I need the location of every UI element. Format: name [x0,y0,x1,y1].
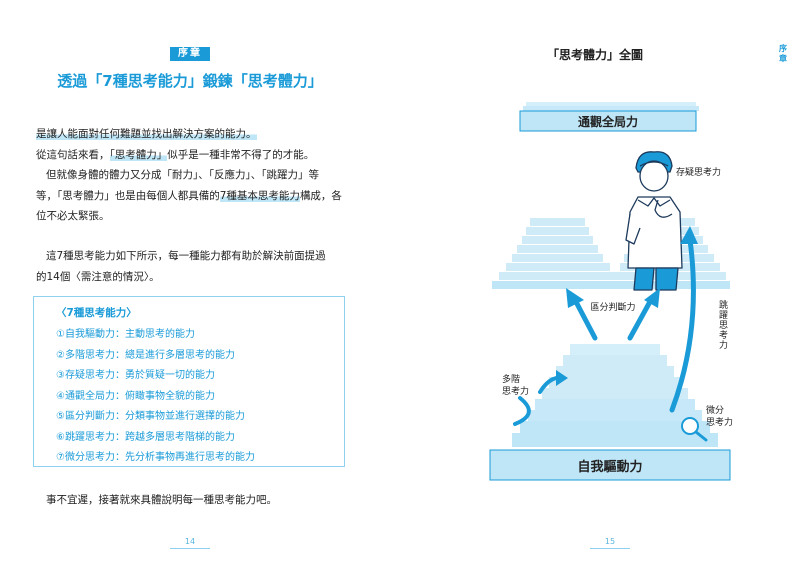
abilities-box-title: 〈7種思考能力〉 [56,307,137,319]
page-number-right: 15 [590,537,630,549]
jump-arrow [669,237,696,413]
thinking-person-illustration [625,151,683,291]
magnifier-handle [694,430,708,442]
ability-item: ⑥跳躍思考力：跨越多層思考階梯的能力 [56,431,235,443]
page-number-left: 14 [170,537,210,549]
ability-item: ④通觀全局力：俯瞰事物全貌的能力 [56,390,215,402]
second-line-2: 的14個〈需注意的情況〉。 [36,270,160,283]
intro-line-2: 從這句話來看，「思考體力」似乎是一種非常不得了的才能。 [36,148,315,161]
intro-line-3: 但就像身體的體力又分成「耐力」、「反應力」、「跳躍力」等 [46,169,319,181]
ability-item: ⑦微分思考力：先分析事物再進行思考的能力 [56,452,255,463]
svg-text:跳躍思考力: 跳躍思考力 [717,299,728,350]
ability-item: ①自我驅動力：主動思考的能力 [56,329,195,340]
closing-sentence: 事不宜遲，接著就來具體說明每一種思考能力吧。 [46,494,277,506]
chapter-tag: 序章 [170,47,210,61]
judge-arrow-right-head [644,288,660,308]
jump-label: 跳躍思考力 [717,299,728,350]
thinking-diagram: 通觀全局力 [489,102,733,481]
second-paragraph: 這7種思考能力如下所示，每一種能力都有助於解決前面提過 的14個〈需注意的情況〉… [36,246,346,287]
doubt-label: 存疑思考力 [676,166,721,178]
multi-arrow-lower [513,396,531,426]
diff-label-2: 思考力 [706,416,733,428]
second-line-1: 這7種思考能力如下所示，每一種能力都有助於解決前面提過 [46,250,326,262]
left-page: 序章 透過「7種思考能力」鍛鍊「思考體力」 是讓人能面對任何難題並找出解決方案的… [33,47,346,549]
jump-arrow-head [680,226,698,244]
judge-arrow-left-head [566,288,584,308]
judge-arrows [571,295,655,341]
diff-label-1: 微分 [706,404,724,416]
intro-line-4: 等，「思考體力」也是由每個人都具備的7種基本思考能力構成，各 [36,189,342,202]
page-title: 透過「7種思考能力」鍛鍊「思考體力」 [57,72,323,90]
left-mid-stairs [492,218,622,289]
ability-item: ②多階思考力：總是進行多層思考的能力 [56,349,235,361]
judge-label: 區分判斷力 [590,301,635,313]
right-page: 「思考體力」全圖 序章 通觀全局力 [400,0,800,588]
top-platform: 通觀全局力 [519,102,699,132]
multi-label-1: 多階 [502,373,520,385]
ability-item: ③存疑思考力：勇於質疑一切的能力 [56,370,215,381]
abilities-box: 〈7種思考能力〉 ①自我驅動力：主動思考的能力 ②多階思考力：總是進行多層思考的… [33,296,345,467]
intro-line-5: 位不必太緊張。 [36,210,110,222]
diagram-title: 「思考體力」全圖 [546,48,643,62]
abilities-list: ①自我驅動力：主動思考的能力 ②多階思考力：總是進行多層思考的能力 ③存疑思考力… [56,325,255,469]
magnifier-icon [681,417,699,435]
intro-paragraph: 是讓人能面對任何難題並找出解決方案的能力。 從這句話來看，「思考體力」似乎是一種… [36,124,346,227]
ability-item: ⑤區分判斷力：分類事物並進行選擇的能力 [56,411,245,422]
multi-label-2: 思考力 [502,385,529,397]
bottom-stairs: 自我驅動力 [489,344,731,481]
intro-line-1: 是讓人能面對任何難題並找出解決方案的能力。 [36,128,257,140]
bottom-platform-label: 自我驅動力 [577,459,642,475]
top-platform-label: 通觀全局力 [578,114,638,129]
multi-arrow-head [556,370,568,386]
side-chapter-tab: 序章 [779,44,787,63]
